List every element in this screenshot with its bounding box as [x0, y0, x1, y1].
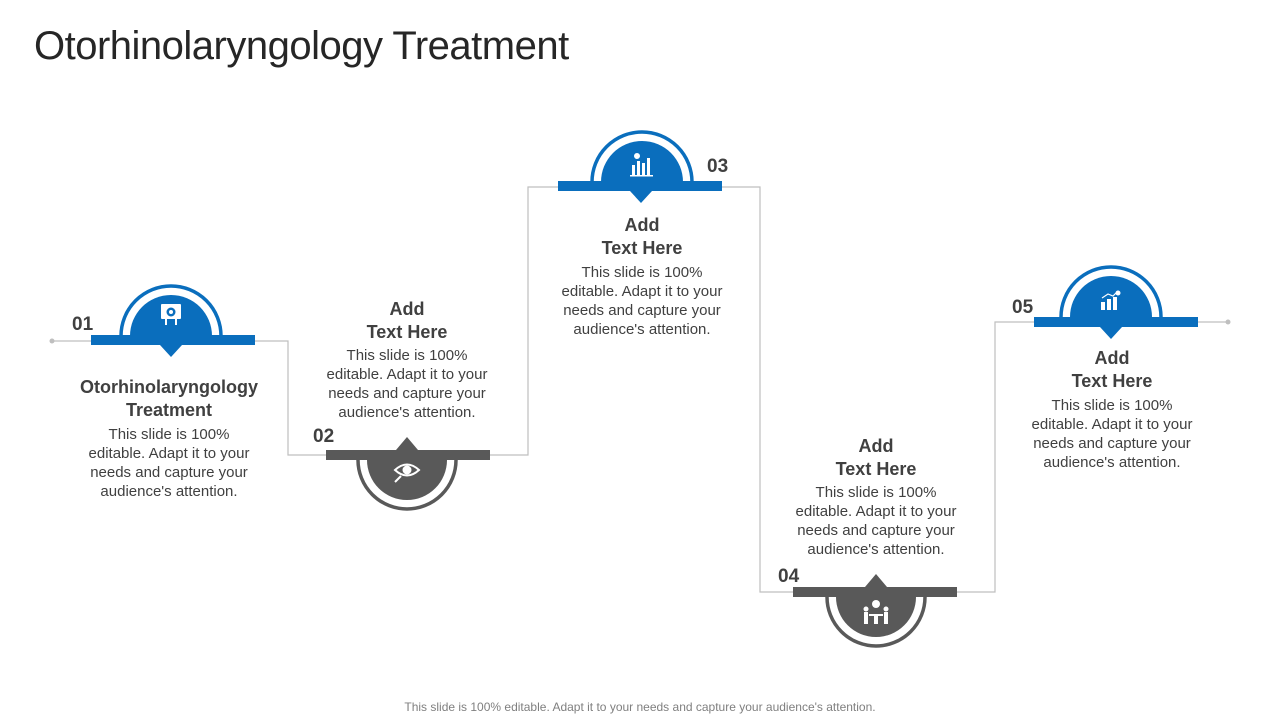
step-number-01: 01: [72, 314, 94, 335]
step-heading-04: Add Text Here: [761, 435, 991, 481]
eye-magnifier-icon: [393, 463, 421, 483]
step-number-05: 05: [1012, 297, 1034, 318]
step-body-01-line2: editable. Adapt it to your: [88, 445, 250, 462]
growth-chart-icon: [1101, 290, 1121, 310]
step-heading-05: Add Text Here: [997, 347, 1227, 393]
step-number-03: 03: [707, 156, 729, 177]
step-heading-01-line1: Otorhinolaryngology: [80, 377, 258, 397]
step-heading-03-line2: Text Here: [601, 238, 683, 258]
step-body-05-line4: audience's attention.: [1043, 454, 1181, 471]
step-body-02-line4: audience's attention.: [338, 404, 476, 421]
bar-chart-icon: [630, 153, 653, 177]
step-body-03-line1: This slide is 100%: [581, 264, 703, 281]
step-04-marker: [793, 574, 957, 648]
connector-end-dot: [1225, 319, 1231, 325]
footer-note: This slide is 100% editable. Adapt it to…: [404, 700, 876, 714]
connector-lines: [49, 186, 1231, 593]
step-02-marker: [326, 437, 490, 511]
step-body-05-line2: editable. Adapt it to your: [1031, 416, 1193, 433]
step-body-05-line3: needs and capture your: [1033, 435, 1191, 452]
step-body-03: This slide is 100% editable. Adapt it to…: [527, 263, 757, 339]
step-heading-02-line1: Add: [389, 299, 425, 319]
step-heading-04-line2: Text Here: [835, 459, 917, 479]
presentation-board-icon: [161, 304, 181, 325]
step-05-marker: [1034, 265, 1198, 339]
page-title: Otorhinolaryngology Treatment: [34, 24, 569, 68]
step-body-01: This slide is 100% editable. Adapt it to…: [54, 425, 284, 501]
step-heading-01-line2: Treatment: [125, 400, 213, 420]
step-body-03-line2: editable. Adapt it to your: [561, 283, 723, 300]
step-body-01-line4: audience's attention.: [100, 483, 238, 500]
step-body-04-line4: audience's attention.: [807, 541, 945, 558]
step-number-04: 04: [778, 566, 800, 587]
step-body-03-line4: audience's attention.: [573, 321, 711, 338]
step-body-04-line3: needs and capture your: [797, 522, 955, 539]
step-body-04: This slide is 100% editable. Adapt it to…: [761, 483, 991, 559]
step-heading-04-line1: Add: [858, 436, 894, 456]
step-body-04-line1: This slide is 100%: [815, 484, 937, 501]
connector-03-04: [722, 186, 793, 593]
step-heading-01: Otorhinolaryngology Treatment: [54, 376, 284, 422]
step-number-02: 02: [313, 426, 335, 447]
step-01-marker: [91, 284, 255, 357]
step-body-05-line1: This slide is 100%: [1051, 397, 1173, 414]
step-heading-02: Add Text Here: [292, 298, 522, 344]
step-body-02-line3: needs and capture your: [328, 385, 486, 402]
connector-02-03: [490, 186, 558, 456]
step-body-01-line1: This slide is 100%: [108, 426, 230, 443]
team-meeting-icon: [863, 600, 889, 624]
step-heading-02-line2: Text Here: [366, 322, 448, 342]
connector-start-dot: [49, 338, 55, 344]
step-body-04-line2: editable. Adapt it to your: [795, 503, 957, 520]
step-heading-03: Add Text Here: [527, 214, 757, 260]
step-body-02-line1: This slide is 100%: [346, 347, 468, 364]
step-body-01-line3: needs and capture your: [90, 464, 248, 481]
step-heading-03-line1: Add: [624, 215, 660, 235]
step-body-02: This slide is 100% editable. Adapt it to…: [292, 346, 522, 422]
step-heading-05-line1: Add: [1094, 348, 1130, 368]
step-heading-05-line2: Text Here: [1071, 371, 1153, 391]
step-body-03-line3: needs and capture your: [563, 302, 721, 319]
connector-01-02: [255, 340, 326, 456]
step-03-marker: [558, 130, 722, 203]
step-body-05: This slide is 100% editable. Adapt it to…: [997, 396, 1227, 472]
step-body-02-line2: editable. Adapt it to your: [326, 366, 488, 383]
connector-04-05: [957, 321, 1034, 593]
